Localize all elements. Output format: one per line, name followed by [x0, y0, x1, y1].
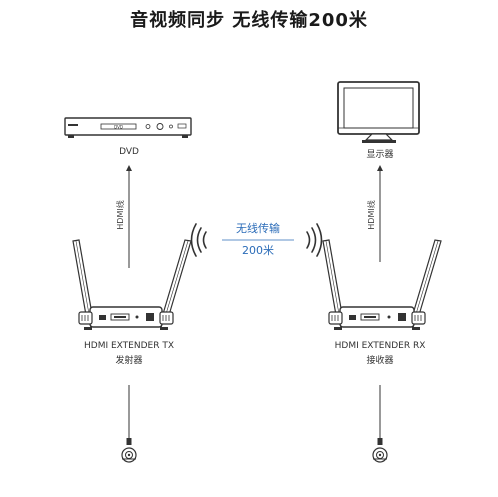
- receiver-model-label: HDMI EXTENDER RX: [334, 341, 426, 351]
- tx-power-plug-icon: [121, 385, 137, 463]
- dvd-label: DVD: [119, 147, 139, 157]
- receiver-device-icon: [322, 239, 442, 330]
- page-title: 音视频同步 无线传输200米: [130, 10, 368, 31]
- rx-power-plug-icon: [372, 385, 388, 463]
- rx-signal-icon: [306, 223, 323, 257]
- transmitter-model-label: HDMI EXTENDER TX: [84, 341, 174, 351]
- receiver-name-label: 接收器: [366, 356, 394, 366]
- wireless-line1-label: 无线传输: [236, 222, 280, 235]
- right-cable-label: HDMI线: [367, 200, 376, 230]
- tx-signal-icon: [190, 223, 207, 257]
- transmitter-device-icon: [72, 239, 192, 330]
- wireless-line2-label: 200米: [242, 244, 274, 257]
- dvd-player-icon: DVD: [64, 117, 192, 138]
- dvd-screen-text: DVD: [114, 124, 123, 129]
- monitor-icon: [337, 81, 420, 143]
- display-label: 显示器: [366, 150, 394, 160]
- left-cable-label: HDMI线: [116, 200, 125, 230]
- transmitter-name-label: 发射器: [115, 356, 143, 366]
